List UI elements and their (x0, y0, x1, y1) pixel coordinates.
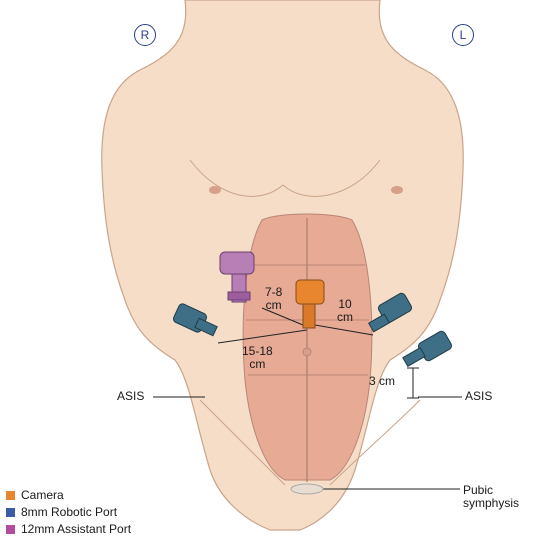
label-asis-gap-distance: 3 cm (369, 375, 395, 388)
camera-swatch (6, 491, 15, 500)
label-robotic-span-distance: 15-18 cm (242, 345, 273, 371)
legend-label-assistant: 12mm Assistant Port (21, 522, 131, 536)
left-side-marker: L (452, 24, 474, 46)
robotic-swatch (6, 508, 15, 517)
right-side-marker: R (134, 24, 156, 46)
label-pubic-symphysis: Pubic symphysis (463, 484, 519, 510)
nipple-left (391, 186, 403, 194)
legend-item-robotic: 8mm Robotic Port (6, 505, 117, 519)
label-asis-left: ASIS (465, 390, 492, 403)
legend-label-robotic: 8mm Robotic Port (21, 505, 117, 519)
legend-item-assistant: 12mm Assistant Port (6, 522, 131, 536)
assistant-swatch (6, 525, 15, 534)
umbilicus (303, 348, 311, 356)
label-camera-robotic-distance: 10 cm (337, 298, 353, 324)
nipple-right (209, 186, 221, 194)
legend-label-camera: Camera (21, 488, 64, 502)
legend-item-camera: Camera (6, 488, 64, 502)
label-asis-right: ASIS (117, 390, 144, 403)
label-camera-assistant-distance: 7-8 cm (265, 286, 282, 312)
